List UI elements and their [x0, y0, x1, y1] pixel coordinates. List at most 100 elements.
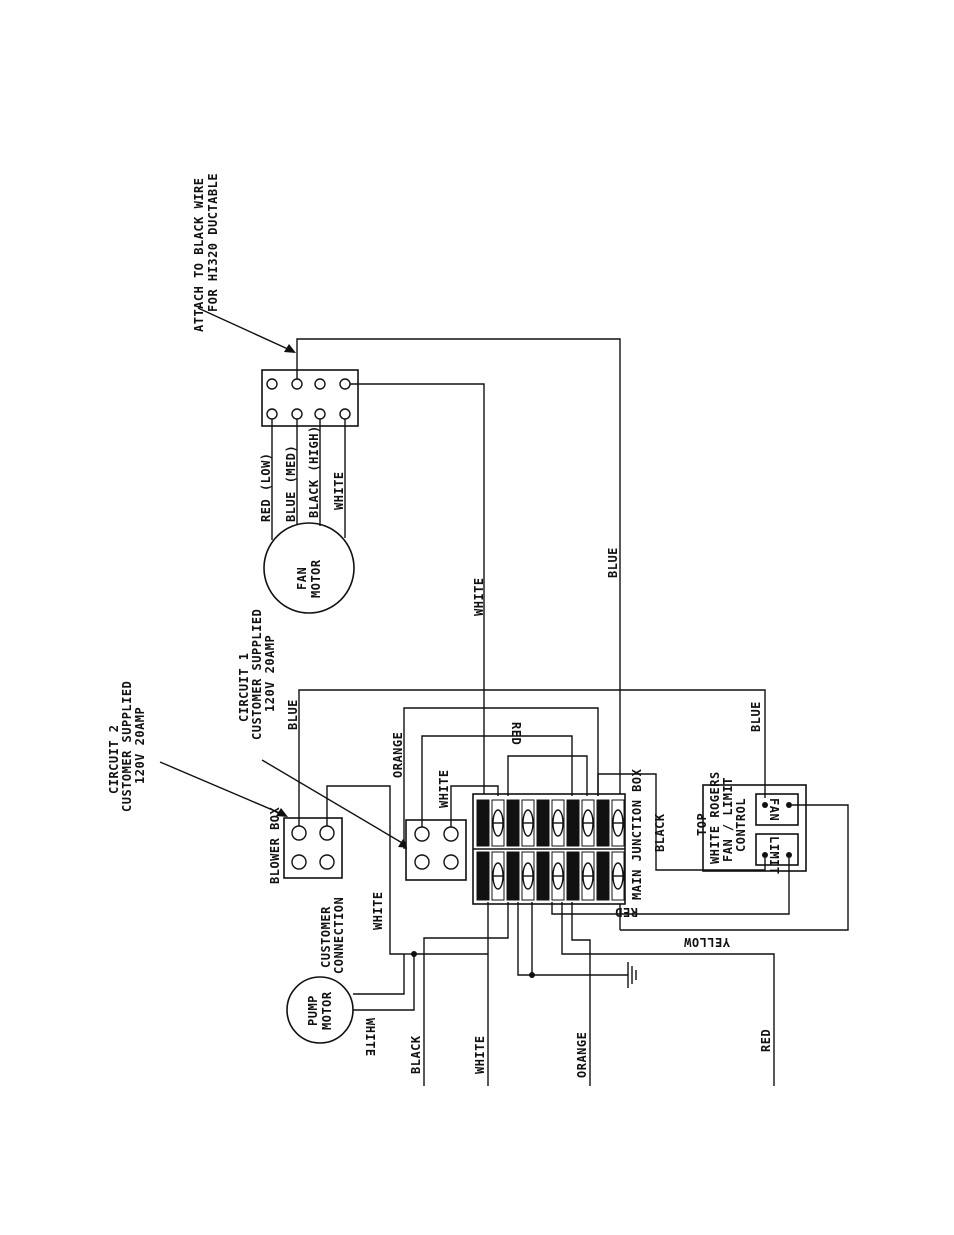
label-black-out: BLACK: [409, 1035, 423, 1074]
junction-terminal: [506, 799, 520, 847]
label-orange-out: ORANGE: [575, 1032, 589, 1078]
fan-terminal: [291, 408, 303, 420]
label-yellow: YELLOW: [683, 935, 730, 949]
fan-terminal-dot: [786, 802, 792, 808]
circuit-1-note: CIRCUIT 1 CUSTOMER SUPPLIED 120V 20AMP: [237, 609, 410, 848]
customer-connection-label-1: CUSTOMER: [319, 906, 333, 968]
label-white-pump: WHITE: [363, 1018, 377, 1057]
fan-terminal: [291, 378, 303, 390]
junction-terminal: [566, 799, 580, 847]
wire-ground: [517, 902, 610, 976]
fan-motor-terminal-block: [261, 369, 359, 427]
fan-switch-box: [755, 793, 799, 826]
wire-pump-1: [353, 954, 405, 995]
junction-terminal: [476, 799, 490, 847]
circuit-1-line-2: CUSTOMER SUPPLIED: [250, 609, 264, 740]
wire-white-cc: [326, 785, 404, 955]
wire-yellow: [620, 804, 849, 931]
limit-terminal-dot: [762, 852, 768, 858]
label-white-out: WHITE: [473, 1035, 487, 1074]
junction-terminal: [596, 851, 610, 901]
limit-terminal-dot: [786, 852, 792, 858]
wire-pump-2: [353, 954, 415, 1011]
wire-red-bottom: [551, 858, 790, 915]
circuit-2-arrow: [159, 761, 283, 815]
junction-box-label: MAIN JUNCTION BOX: [630, 768, 644, 900]
attach-note: ATTACH TO BLACK WIRE FOR HI320 DUCTABLE: [192, 173, 296, 353]
limit-terminal-label: LIMIT: [767, 836, 781, 875]
main-junction-box: MAIN JUNCTION BOX: [472, 768, 644, 905]
fan-terminal-dot: [762, 802, 768, 808]
junction-terminal: [566, 851, 580, 901]
circuit-1-arrow: [261, 759, 405, 845]
junction-terminal: [596, 799, 610, 847]
label-white-motor: WHITE: [332, 471, 346, 510]
control-label-3: FAN / LIMIT: [721, 777, 735, 862]
circuit-2-line-2: CUSTOMER SUPPLIED: [120, 681, 134, 812]
junction-terminal: [536, 851, 550, 901]
label-red-out: RED: [759, 1029, 773, 1052]
blower-box: BLOWER BOX: [268, 806, 343, 884]
fan-terminal: [266, 378, 278, 390]
wire-black-jb: [597, 773, 766, 871]
attach-note-line-2: FOR HI320 DUCTABLE: [206, 173, 220, 312]
control-label-2: WHITE ROGERS: [708, 771, 722, 864]
attach-note-arrow: [197, 307, 291, 351]
pump-motor-label-2: MOTOR: [320, 991, 334, 1030]
junction-terminal: [536, 799, 550, 847]
fan-motor-leads: RED (LOW) BLUE (MED) BLACK (HIGH) WHITE: [259, 419, 346, 540]
wire-white-top-2: [450, 785, 499, 827]
wire-red-out: [561, 902, 775, 1086]
label-blue-right: BLUE: [749, 701, 763, 732]
customer-connection-label-2: CONNECTION: [332, 897, 346, 974]
blower-terminal: [291, 825, 307, 841]
fan-terminal: [314, 408, 326, 420]
circuit-2-line-1: CIRCUIT 2: [107, 724, 121, 794]
label-white-top: WHITE: [437, 769, 451, 808]
label-blue-blower: BLUE: [286, 699, 300, 730]
circuit-2-arrowhead: [276, 808, 288, 817]
pump-motor-label-1: PUMP: [306, 995, 320, 1026]
circuit-1-line-1: CIRCUIT 1: [237, 652, 251, 722]
fan-terminal: [339, 408, 351, 420]
pump-motor: PUMP MOTOR: [286, 976, 354, 1044]
label-blue-med: BLUE (MED): [284, 445, 298, 522]
customer-connection-outline: [405, 819, 467, 881]
wire-blue-blower: [298, 689, 766, 826]
customer-terminal: [443, 826, 459, 842]
label-red-low: RED (LOW): [259, 452, 273, 522]
fan-motor-circle: [263, 522, 355, 614]
customer-connection-box: [405, 819, 467, 881]
customer-terminal: [414, 854, 430, 870]
junction-terminals: [476, 799, 625, 901]
fan-motor: FAN MOTOR: [263, 522, 355, 614]
label-blue-long: BLUE: [606, 547, 620, 578]
blower-box-outline: [283, 817, 343, 879]
fan-motor-label-1: FAN: [295, 567, 309, 590]
fan-terminal: [339, 378, 351, 390]
attach-note-line-1: ATTACH TO BLACK WIRE: [192, 178, 206, 333]
limit-switch-box: [755, 833, 799, 866]
junction-terminal: [476, 851, 490, 901]
label-white-long: WHITE: [472, 577, 486, 616]
blower-terminal: [319, 825, 335, 841]
label-black-high: BLACK (HIGH): [307, 425, 321, 518]
wire-orange-out: [571, 902, 591, 1086]
label-white-cc: WHITE: [371, 891, 385, 930]
wiring: BLUE BLUE WHITE ORANGE WHITE RED BLACK R…: [286, 689, 849, 1086]
customer-terminal: [443, 854, 459, 870]
fan-terminal: [314, 378, 326, 390]
attach-note-arrowhead: [284, 344, 296, 353]
blower-terminal: [319, 854, 335, 870]
fan-terminal-label: FAN: [767, 798, 781, 821]
circuit-2-line-3: 120V 20AMP: [133, 707, 147, 784]
fan-terminal: [266, 408, 278, 420]
label-black-jb: BLACK: [653, 813, 667, 852]
label-red-bottom: RED: [615, 905, 638, 919]
fan-motor-label-2: MOTOR: [309, 559, 323, 598]
wire-red-top: [507, 755, 588, 796]
label-orange-top: ORANGE: [391, 732, 405, 778]
fan-limit-control: FAN LIMIT TOP WHITE ROGERS FAN / LIMIT C…: [695, 771, 807, 875]
fan-supply-wires: WHITE BLUE: [296, 338, 621, 930]
